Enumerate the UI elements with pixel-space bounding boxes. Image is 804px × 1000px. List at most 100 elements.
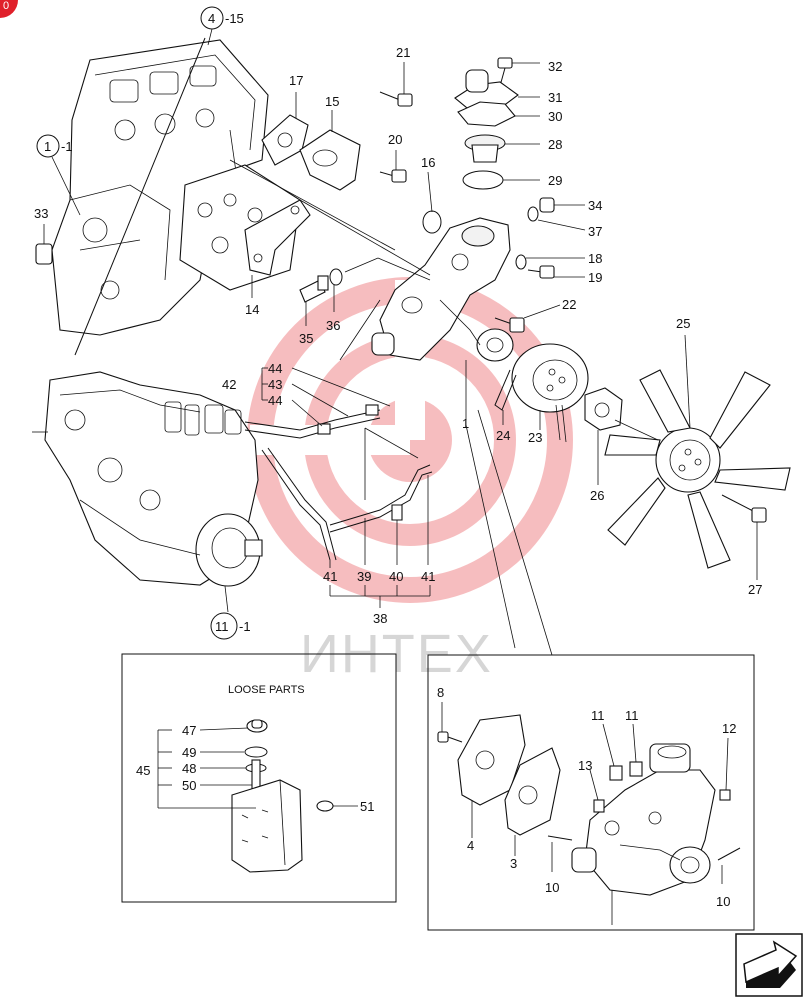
callout-25: 25: [676, 316, 690, 331]
part-16-o-ring: [422, 171, 442, 234]
callout-21: 21: [396, 45, 410, 60]
detail-box-water-pump: [427, 654, 755, 931]
part-15-water-outlet: [299, 110, 361, 191]
callout-36: 36: [326, 318, 340, 333]
callout-11-a: 11: [591, 708, 605, 723]
ref-circle-11: 11 -1: [210, 612, 251, 640]
part-50-reserve-tank: [200, 759, 303, 873]
callout-12: 12: [722, 721, 736, 736]
part-13-plug: [589, 769, 605, 813]
part-40-clamp: [391, 504, 403, 521]
part-47-cap: [199, 719, 268, 733]
callout-49: 49: [182, 745, 196, 760]
callout-13: 13: [578, 758, 592, 773]
callout-24: 24: [496, 428, 510, 443]
part-27-bolt: [721, 494, 767, 580]
callout-30: 30: [548, 109, 562, 124]
arrow-next-page-icon[interactable]: [735, 933, 803, 997]
callout-22: 22: [562, 297, 576, 312]
part-12-plug: [719, 737, 731, 801]
callout-23: 23: [528, 430, 542, 445]
part-36-washer: [329, 257, 379, 312]
part-37-washer: [527, 206, 586, 231]
part-33-plug: [35, 224, 53, 265]
callout-51: 51: [360, 799, 374, 814]
part-26-spacer: [584, 387, 623, 485]
injection-pump-assembly: [32, 371, 263, 613]
callout-39: 39: [357, 569, 371, 584]
callout-38: 38: [373, 611, 387, 626]
callout-31: 31: [548, 90, 562, 105]
corner-badge: 0: [0, 0, 18, 18]
svg-text:-1: -1: [239, 619, 251, 634]
callout-37: 37: [588, 224, 602, 239]
callout-19: 19: [588, 270, 602, 285]
part-25-cooling-fan: [604, 334, 791, 569]
part-24-v-belt: [494, 369, 517, 425]
svg-text:4: 4: [208, 11, 215, 26]
part-22-bolt: [494, 304, 561, 333]
part-51-washer: [316, 800, 358, 812]
loose-parts-title: LOOSE PARTS: [228, 684, 305, 696]
svg-text:-15: -15: [225, 11, 244, 26]
cylinder-head-block: [51, 37, 301, 356]
part-18-washer: [515, 254, 585, 270]
callout-14: 14: [245, 302, 259, 317]
part-44-clamp-b: [365, 404, 379, 416]
part-17-gasket: [261, 92, 309, 166]
callout-48: 48: [182, 761, 196, 776]
callout-4: 4: [467, 838, 474, 853]
callout-34: 34: [588, 198, 602, 213]
callout-32: 32: [548, 59, 562, 74]
part-20-bolt: [379, 150, 407, 183]
part-23-pulley: [511, 343, 589, 430]
ref-circle-1: 1 -1: [36, 134, 81, 216]
callout-10-a: 10: [545, 880, 559, 895]
part-32-bolt: [497, 57, 540, 87]
part-1-pump-body-detail: [571, 743, 716, 925]
callout-20: 20: [388, 132, 402, 147]
callout-16: 16: [421, 155, 435, 170]
callout-42: 42: [222, 377, 236, 392]
callout-17: 17: [289, 73, 303, 88]
part-28-thermostat: [464, 134, 540, 163]
part-21-bolt: [379, 62, 413, 107]
part-39-fuel-pipe: [261, 427, 433, 565]
callout-47: 47: [182, 723, 196, 738]
part-49-seal: [200, 746, 268, 758]
callout-1: 1: [462, 416, 469, 431]
part-4-gasket: [457, 714, 526, 838]
corner-badge-text: 0: [3, 0, 9, 12]
callout-18: 18: [588, 251, 602, 266]
part-3-gasket: [504, 747, 561, 856]
callout-44-a: 44: [268, 361, 282, 376]
part-11-plug-a: [602, 723, 623, 781]
part-11-plug-b: [629, 723, 643, 777]
callout-35: 35: [299, 331, 313, 346]
callout-15: 15: [325, 94, 339, 109]
callout-27: 27: [748, 582, 762, 597]
callout-8: 8: [437, 685, 444, 700]
callout-11-b: 11: [625, 708, 639, 723]
svg-text:11: 11: [215, 619, 229, 634]
svg-text:1: 1: [44, 139, 51, 154]
callout-40: 40: [389, 569, 403, 584]
ref-circle-4: 4 -15: [200, 6, 244, 46]
callout-26: 26: [590, 488, 604, 503]
part-44-clamp-a: [317, 423, 331, 435]
callout-33: 33: [34, 206, 48, 221]
part-29-o-ring: [462, 170, 540, 190]
loose-parts-box: [121, 653, 397, 903]
callout-3: 3: [510, 856, 517, 871]
callout-29: 29: [548, 173, 562, 188]
callout-labels: 33 14 17 15 21 20 16 32 31 30 28 29 34 3…: [34, 45, 762, 909]
part-35-sensor: [299, 275, 329, 326]
part-1-water-pump-assembly: [371, 217, 514, 420]
part-30-gasket: [457, 101, 540, 127]
callout-41-a: 41: [323, 569, 337, 584]
part-34-plug: [539, 197, 585, 213]
callout-28: 28: [548, 137, 562, 152]
part-8-bolt: [437, 702, 463, 743]
